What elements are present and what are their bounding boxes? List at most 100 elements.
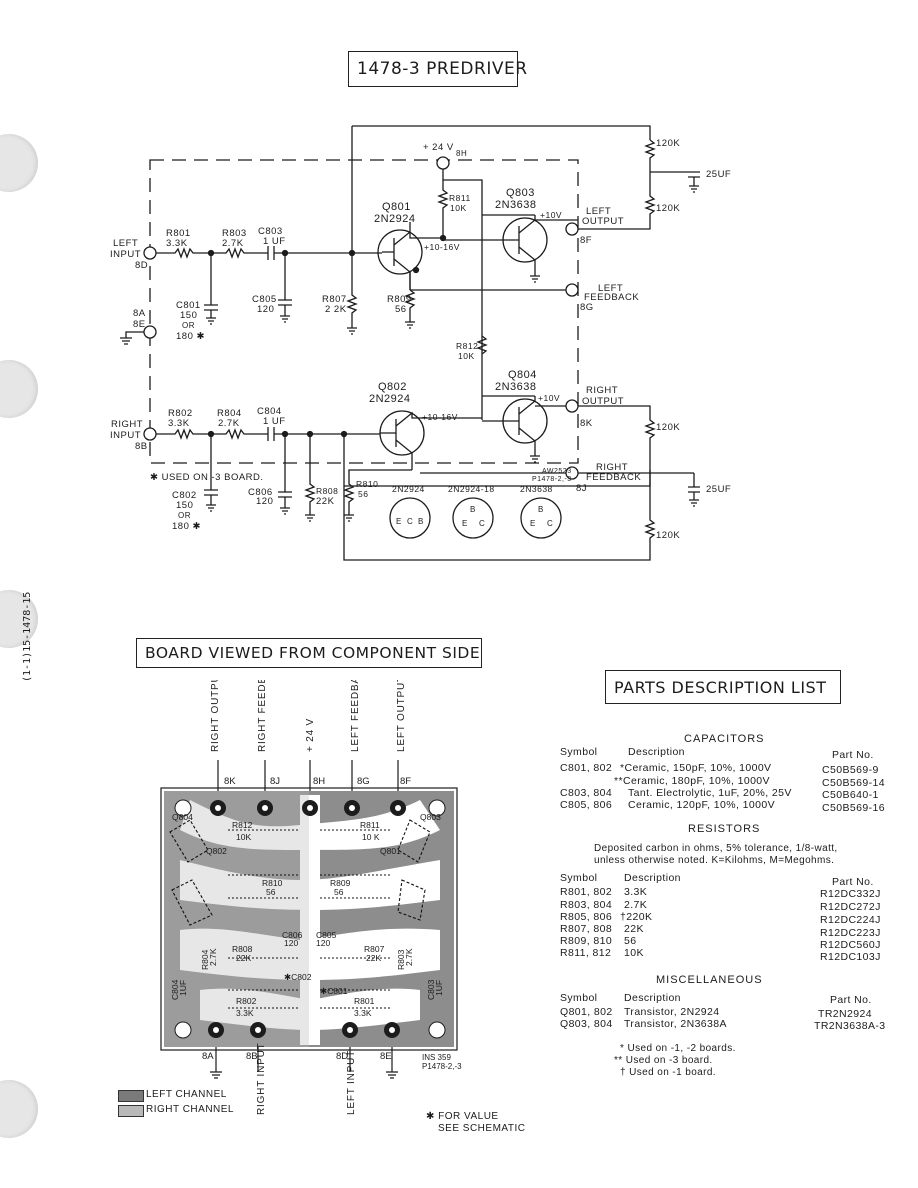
basing-pin-a-e: E <box>396 517 402 526</box>
pcb-c804-val: 1UF <box>178 980 188 996</box>
board-drawing-no-2: P1478-2,-3 <box>422 1062 462 1071</box>
misc-row-2-part: TR2N3638A-3 <box>814 1020 886 1032</box>
res-row-1-part: R12DC332J <box>820 888 881 900</box>
legend-right-channel: RIGHT CHANNEL <box>146 1104 234 1115</box>
pcb-r809-ref: R809 <box>330 878 351 888</box>
r804-ref: R804 <box>217 408 242 419</box>
pin-8J: 8J <box>576 483 587 494</box>
board-pin-8f: 8F <box>400 776 411 787</box>
c802-ref: C802 <box>172 490 197 501</box>
board-pin-8j: 8J <box>270 776 280 787</box>
q802-voltage: +10-16V <box>422 412 458 422</box>
board-top-label-8f: LEFT OUTPUT <box>396 680 407 752</box>
left-output-label-2: OUTPUT <box>582 216 624 227</box>
pin-8D: 8D <box>135 260 148 271</box>
pin-8F: 8F <box>580 235 592 246</box>
cap-row-4-part: C50B569-16 <box>822 802 885 814</box>
pcb-r801-val: 3.3K <box>354 1008 372 1018</box>
res-row-6-sym: R811, 812 <box>560 947 612 959</box>
res-row-6-part: R12DC103J <box>820 951 881 963</box>
pcb-r803-ref: R803 <box>396 949 406 970</box>
r809-val: 56 <box>395 304 407 315</box>
board-top-label-8k: RIGHT OUTPUT <box>210 680 221 752</box>
c806-val: 120 <box>256 496 273 507</box>
cap-row-1-part: C50B569-9 <box>822 764 879 776</box>
cap-row-4-desc: Ceramic, 120pF, 10%, 1000V <box>628 799 775 811</box>
cap-row-2-desc: **Ceramic, 180pF, 10%, 1000V <box>614 775 770 787</box>
pcb-r812-ref: R812 <box>232 820 253 830</box>
res-row-3-part: R12DC224J <box>820 914 881 926</box>
legend-swatch-right <box>118 1105 144 1117</box>
right-output-label: RIGHT <box>586 385 618 396</box>
footnote-2: ** Used on -3 board. <box>614 1055 713 1066</box>
cap-row-4-sym: C805, 806 <box>560 799 613 811</box>
pcb-r811-ref: R811 <box>360 820 380 830</box>
board-top-label-8g: LEFT FEEDBACK <box>350 680 361 752</box>
q803-voltage: +10V <box>540 210 562 220</box>
res-row-6-desc: 10K <box>624 947 644 959</box>
misc-row-2-sym: Q803, 804 <box>560 1018 613 1030</box>
board-bot-label-8b: RIGHT INPUT <box>256 1042 267 1115</box>
legend-left-channel: LEFT CHANNEL <box>146 1089 227 1100</box>
pcb-r810-ref: R810 <box>262 878 283 888</box>
cap-row-3-sym: C803, 804 <box>560 787 613 799</box>
cap-col-desc: Description <box>628 746 685 758</box>
board-pin-8a: 8A <box>202 1051 214 1062</box>
c801-or: OR <box>182 321 195 330</box>
cap-row-1-desc: *Ceramic, 150pF, 10%, 1000V <box>620 762 772 774</box>
schematic-title: 1478-3 PREDRIVER <box>348 51 527 87</box>
right-input-label-2: INPUT <box>110 430 141 441</box>
pcb-r802-val: 3.3K <box>236 1008 254 1018</box>
board-outline <box>149 159 579 464</box>
basing-label-3: 2N3638 <box>520 484 553 494</box>
basing-pin-b-e: E <box>462 519 468 528</box>
c801-alt: 180 ✱ <box>176 331 205 342</box>
pcb-r808-ref: R808 <box>232 944 253 954</box>
basing-label-1: 2N2924 <box>392 484 425 494</box>
left-feedback-label: LEFT <box>598 283 623 294</box>
right-feedback-label-2: FEEDBACK <box>586 472 641 483</box>
q802-type: 2N2924 <box>369 393 411 405</box>
pcb-r803-val: 2.7K <box>404 948 414 966</box>
basing-pin-c-c: C <box>547 519 553 528</box>
node-24v: + 24 V <box>423 142 454 153</box>
cap-row-3-desc: Tant. Electrolytic, 1uF, 20%, 25V <box>628 787 792 799</box>
ext-c-top: 25UF <box>706 169 731 180</box>
board-top-label-8j: RIGHT FEEDBACK <box>257 680 268 752</box>
node-8H: 8H <box>456 149 467 158</box>
schematic-drawing-no-1: AW2523 <box>542 468 572 475</box>
pcb-c801: ✱C801 <box>320 986 348 996</box>
res-row-2-sym: R803, 804 <box>560 899 613 911</box>
c806-ref: C806 <box>248 487 273 498</box>
pin-8A: 8A <box>133 308 146 319</box>
pcb-r809-val: 56 <box>334 887 344 897</box>
res-col-part: Part No. <box>832 876 874 888</box>
board-pin-8k: 8K <box>224 776 236 787</box>
board-pin-8d: 8D <box>336 1051 348 1062</box>
basing-pin-b-b: B <box>470 505 476 514</box>
r811-val: 10K <box>450 203 467 213</box>
ext-r-top-1: 120K <box>656 138 680 149</box>
capacitors-heading: CAPACITORS <box>684 733 765 745</box>
board-pin-8e: 8E <box>380 1051 392 1062</box>
pin-8K: 8K <box>580 418 593 429</box>
right-input-label: RIGHT <box>111 419 143 430</box>
pcb-q802: Q802 <box>206 846 227 856</box>
res-row-2-part: R12DC272J <box>820 901 881 913</box>
misc-col-symbol: Symbol <box>560 992 598 1004</box>
pcb-r807-val: 22K <box>366 953 381 963</box>
resistors-heading: RESISTORS <box>688 823 761 835</box>
pcb-outline <box>160 787 458 1051</box>
pcb-c806-val: 120 <box>284 938 298 948</box>
c804-ref: C804 <box>257 406 282 417</box>
pcb-c802: ✱C802 <box>284 972 312 982</box>
c801-ref: C801 <box>176 300 201 311</box>
board-title: BOARD VIEWED FROM COMPONENT SIDE <box>136 638 482 668</box>
pcb-r810-val: 56 <box>266 887 276 897</box>
q804-voltage: +10V <box>538 393 560 403</box>
r810-val: 56 <box>358 489 368 499</box>
pcb-c806-ref: C806 <box>282 930 303 940</box>
right-feedback-label: RIGHT <box>596 462 628 473</box>
q804-ref: Q804 <box>508 369 537 381</box>
schematic-drawing-no-2: P1478-2,-3 <box>532 476 572 483</box>
